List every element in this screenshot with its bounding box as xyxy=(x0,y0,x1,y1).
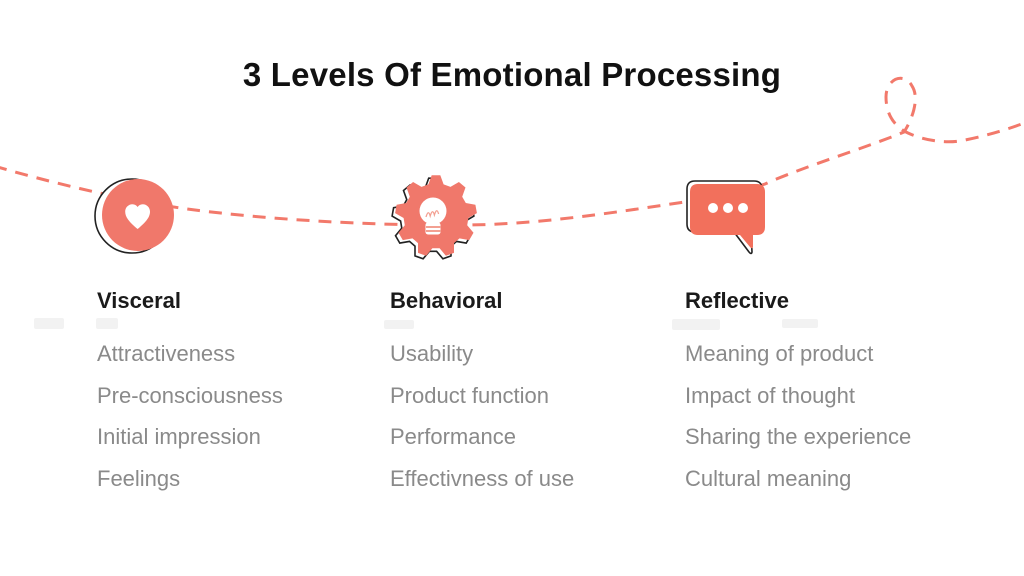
list-item: Effectivness of use xyxy=(390,465,575,491)
faded-text-artifact xyxy=(782,319,818,328)
list-item: Meaning of product xyxy=(685,341,874,366)
faded-text-artifact xyxy=(672,319,720,330)
list-item: Sharing the experience xyxy=(685,424,912,450)
faded-text-artifact xyxy=(384,320,414,329)
lightbulb-filament xyxy=(425,210,440,219)
list-item: Feelings xyxy=(97,465,181,491)
lightbulb-base xyxy=(425,222,441,235)
column-behavioral: Behavioral Usability Product function Pe… xyxy=(390,288,690,499)
column-item-list: Usability Product function Performance E… xyxy=(390,333,690,499)
column-heading: Visceral xyxy=(97,288,182,313)
list-item: Performance xyxy=(390,424,516,450)
list-item: Usability xyxy=(390,341,474,366)
bubble-dot-2 xyxy=(723,203,733,213)
bubble-body xyxy=(690,184,765,249)
bubble-dot-3 xyxy=(738,203,748,213)
heart-icon xyxy=(94,178,174,254)
column-heading: Behavioral xyxy=(390,288,503,313)
list-item: Initial impression xyxy=(97,424,261,450)
dashed-swoosh-line xyxy=(0,76,1024,227)
faded-text-artifact xyxy=(96,318,118,329)
faded-text-artifact xyxy=(34,318,64,329)
column-heading: Reflective xyxy=(685,288,789,313)
chat-bubble-icon xyxy=(686,180,765,255)
list-item: Pre-consciousness xyxy=(97,382,283,408)
column-item-list: Attractiveness Pre-consciousness Initial… xyxy=(97,333,397,499)
bubble-dot-1 xyxy=(708,203,718,213)
page-title: 3 Levels Of Emotional Processing xyxy=(242,56,782,93)
list-item: Impact of thought xyxy=(685,382,855,408)
list-item: Cultural meaning xyxy=(685,465,852,491)
lightbulb-glass xyxy=(419,197,447,225)
heart-glyph xyxy=(125,204,150,230)
column-item-list: Meaning of product Impact of thought Sha… xyxy=(685,333,985,499)
column-visceral: Visceral Attractiveness Pre-consciousnes… xyxy=(97,288,397,499)
lightbulb-base-lines xyxy=(426,226,441,232)
list-item: Product function xyxy=(390,382,549,408)
column-reflective: Reflective Meaning of product Impact of … xyxy=(685,288,985,499)
gear-lightbulb-icon xyxy=(391,175,477,260)
list-item: Attractiveness xyxy=(97,341,236,366)
